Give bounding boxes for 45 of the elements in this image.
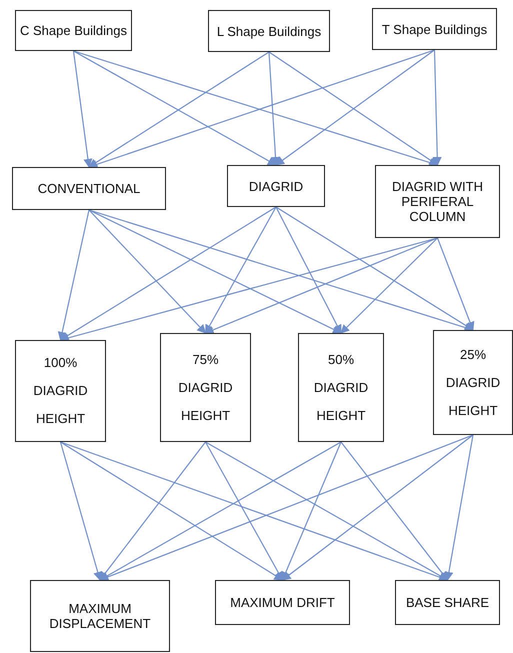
process-box [208,10,330,52]
arrow [204,238,438,334]
box-label: CONVENTIONAL [38,181,140,196]
arrow [432,50,442,166]
box-label: T Shape Buildings [382,22,488,36]
arrow [282,434,474,581]
process-box [160,333,251,442]
process-box [12,167,166,210]
arrow [205,442,283,581]
arrow [444,434,474,581]
arrow [58,210,90,341]
box-label: MAXIMUM DRIFT [230,595,335,610]
box-label: DIAGRID [248,178,304,194]
process-box [15,10,132,51]
process-box [395,580,500,625]
arrow [340,442,448,581]
process-box [433,330,513,435]
box-label: 100% DIAGRID HEIGHT [32,354,89,428]
process-box [15,340,106,442]
arrow [60,442,284,580]
box-label: 25% DIAGRID HEIGHT [444,346,502,420]
process-box [372,8,497,50]
arrow [282,442,342,581]
process-box [375,165,500,238]
box-label: DIAGRID WITH PERIFERAL COLUMN [391,179,484,224]
box-label: MAXIMUM DISPLACEMENT [48,601,152,631]
arrow [88,210,342,334]
box-label: 75% DIAGRID HEIGHT [177,350,234,424]
process-box [227,165,325,207]
box-label: BASE SHARE [406,595,490,610]
arrow [60,442,102,581]
arrow [436,238,474,331]
arrow [99,442,206,581]
process-box [215,580,350,625]
arrow [268,52,280,166]
box-label: C Shape Buildings [20,23,127,38]
arrow [276,206,342,334]
process-box [30,580,170,652]
box-label: 50% DIAGRID HEIGHT [312,350,370,424]
arrow [72,50,92,168]
process-box [298,333,384,442]
arrow [340,238,438,334]
box-label: L Shape Buildings [216,24,322,38]
arrow [205,206,276,334]
arrow [88,210,206,334]
